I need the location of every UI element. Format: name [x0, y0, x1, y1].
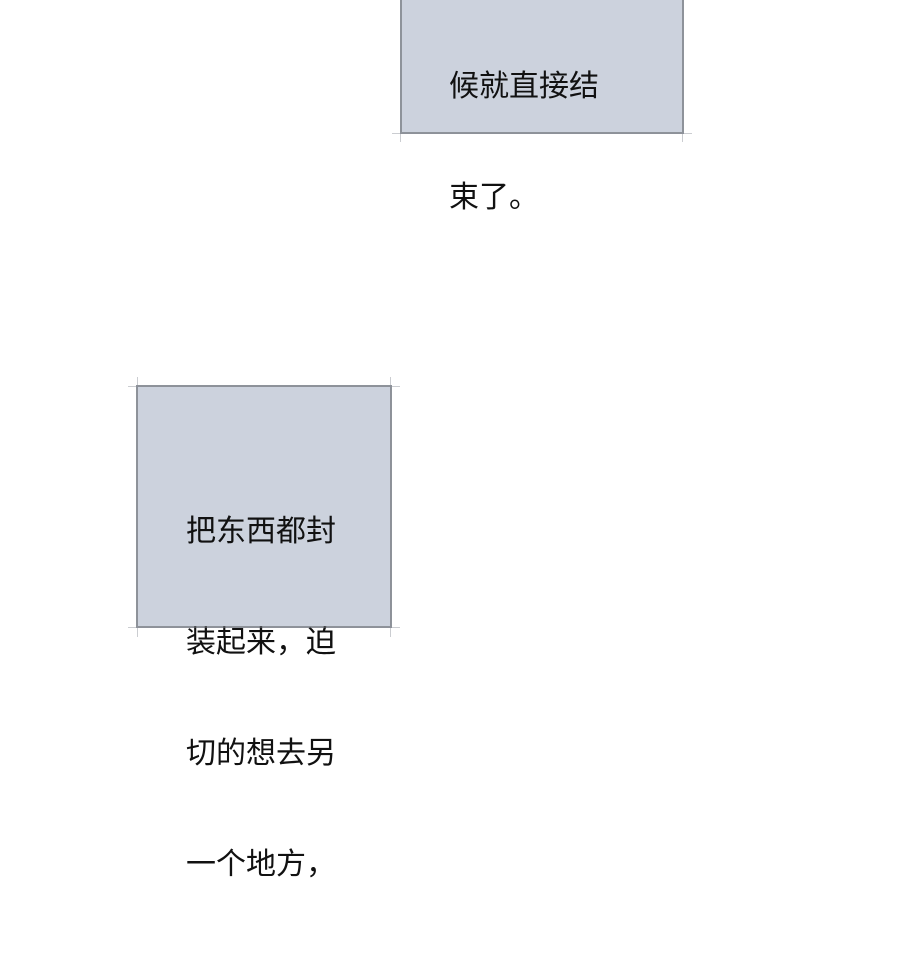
border-tick: [682, 134, 683, 142]
caption-text-top: 候就直接结 束了。: [449, 0, 599, 290]
border-tick: [400, 134, 401, 142]
caption-line: 一个地方，: [186, 847, 336, 882]
border-tick: [137, 377, 138, 637]
caption-box-top: 候就直接结 束了。: [400, 0, 684, 215]
caption-line: 切的想去另: [186, 736, 336, 771]
border-tick: [128, 386, 400, 387]
border-tick: [390, 377, 391, 637]
border-tick: [128, 627, 400, 628]
caption-line: 装起来，迫: [186, 625, 336, 660]
caption-line: 束了。: [449, 180, 539, 215]
caption-text-bottom: 把东西都封 装起来，迫 切的想去另 一个地方，: [186, 439, 336, 957]
border-tick: [392, 133, 692, 134]
caption-line: 把东西都封: [186, 514, 336, 549]
caption-line: 候就直接结: [449, 69, 599, 104]
caption-box-bottom: 把东西都封 装起来，迫 切的想去另 一个地方，: [136, 385, 392, 882]
